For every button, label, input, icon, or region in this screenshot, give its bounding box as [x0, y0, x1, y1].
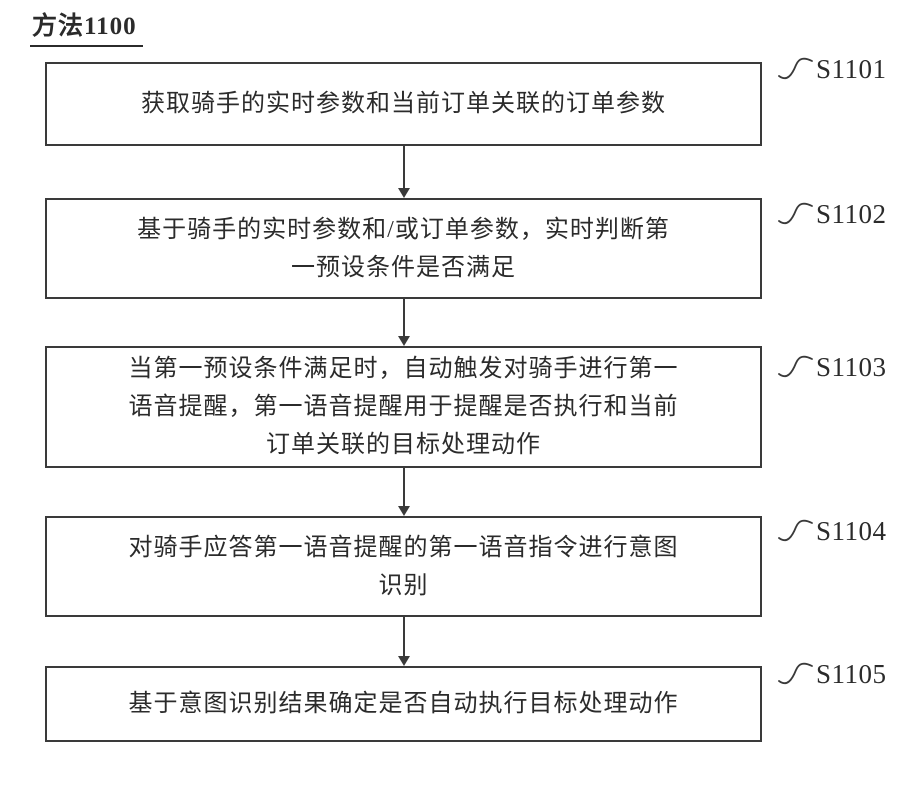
step-id-s1101: S1101 [816, 54, 887, 84]
step-label-s1101: S1101 [778, 55, 887, 83]
step-id-s1105: S1105 [816, 659, 887, 689]
step-text-s1102: 基于骑手的实时参数和/或订单参数，实时判断第 一预设条件是否满足 [137, 216, 670, 281]
flow-arrow-3 [395, 468, 412, 516]
step-text-s1104: 对骑手应答第一语音提醒的第一语音指令进行意图 识别 [128, 534, 679, 599]
step-box-s1101: 获取骑手的实时参数和当前订单关联的订单参数 [45, 62, 762, 146]
connector-curve-icon [778, 519, 813, 542]
step-box-s1103: 当第一预设条件满足时，自动触发对骑手进行第一 语音提醒，第一语音提醒用于提醒是否… [45, 346, 762, 468]
flow-arrow-1 [395, 146, 412, 198]
step-id-s1104: S1104 [816, 516, 887, 546]
step-label-s1103: S1103 [778, 353, 887, 381]
connector-curve-icon [778, 662, 813, 685]
step-id-s1102: S1102 [816, 199, 887, 229]
step-text-s1101: 获取骑手的实时参数和当前订单关联的订单参数 [141, 91, 666, 117]
step-label-s1105: S1105 [778, 660, 887, 688]
connector-curve-icon [778, 57, 813, 80]
connector-curve-icon [778, 355, 813, 378]
step-text-s1105: 基于意图识别结果确定是否自动执行目标处理动作 [128, 691, 679, 717]
step-box-s1105: 基于意图识别结果确定是否自动执行目标处理动作 [45, 666, 762, 742]
diagram-title: 方法1100 [30, 6, 143, 47]
connector-curve-icon [778, 202, 813, 225]
step-label-s1104: S1104 [778, 517, 887, 545]
step-box-s1102: 基于骑手的实时参数和/或订单参数，实时判断第 一预设条件是否满足 [45, 198, 762, 299]
flow-arrow-2 [395, 299, 412, 346]
step-text-s1103: 当第一预设条件满足时，自动触发对骑手进行第一 语音提醒，第一语音提醒用于提醒是否… [128, 356, 679, 458]
step-box-s1104: 对骑手应答第一语音提醒的第一语音指令进行意图 识别 [45, 516, 762, 617]
step-label-s1102: S1102 [778, 200, 887, 228]
flow-arrow-4 [395, 617, 412, 666]
step-id-s1103: S1103 [816, 352, 887, 382]
